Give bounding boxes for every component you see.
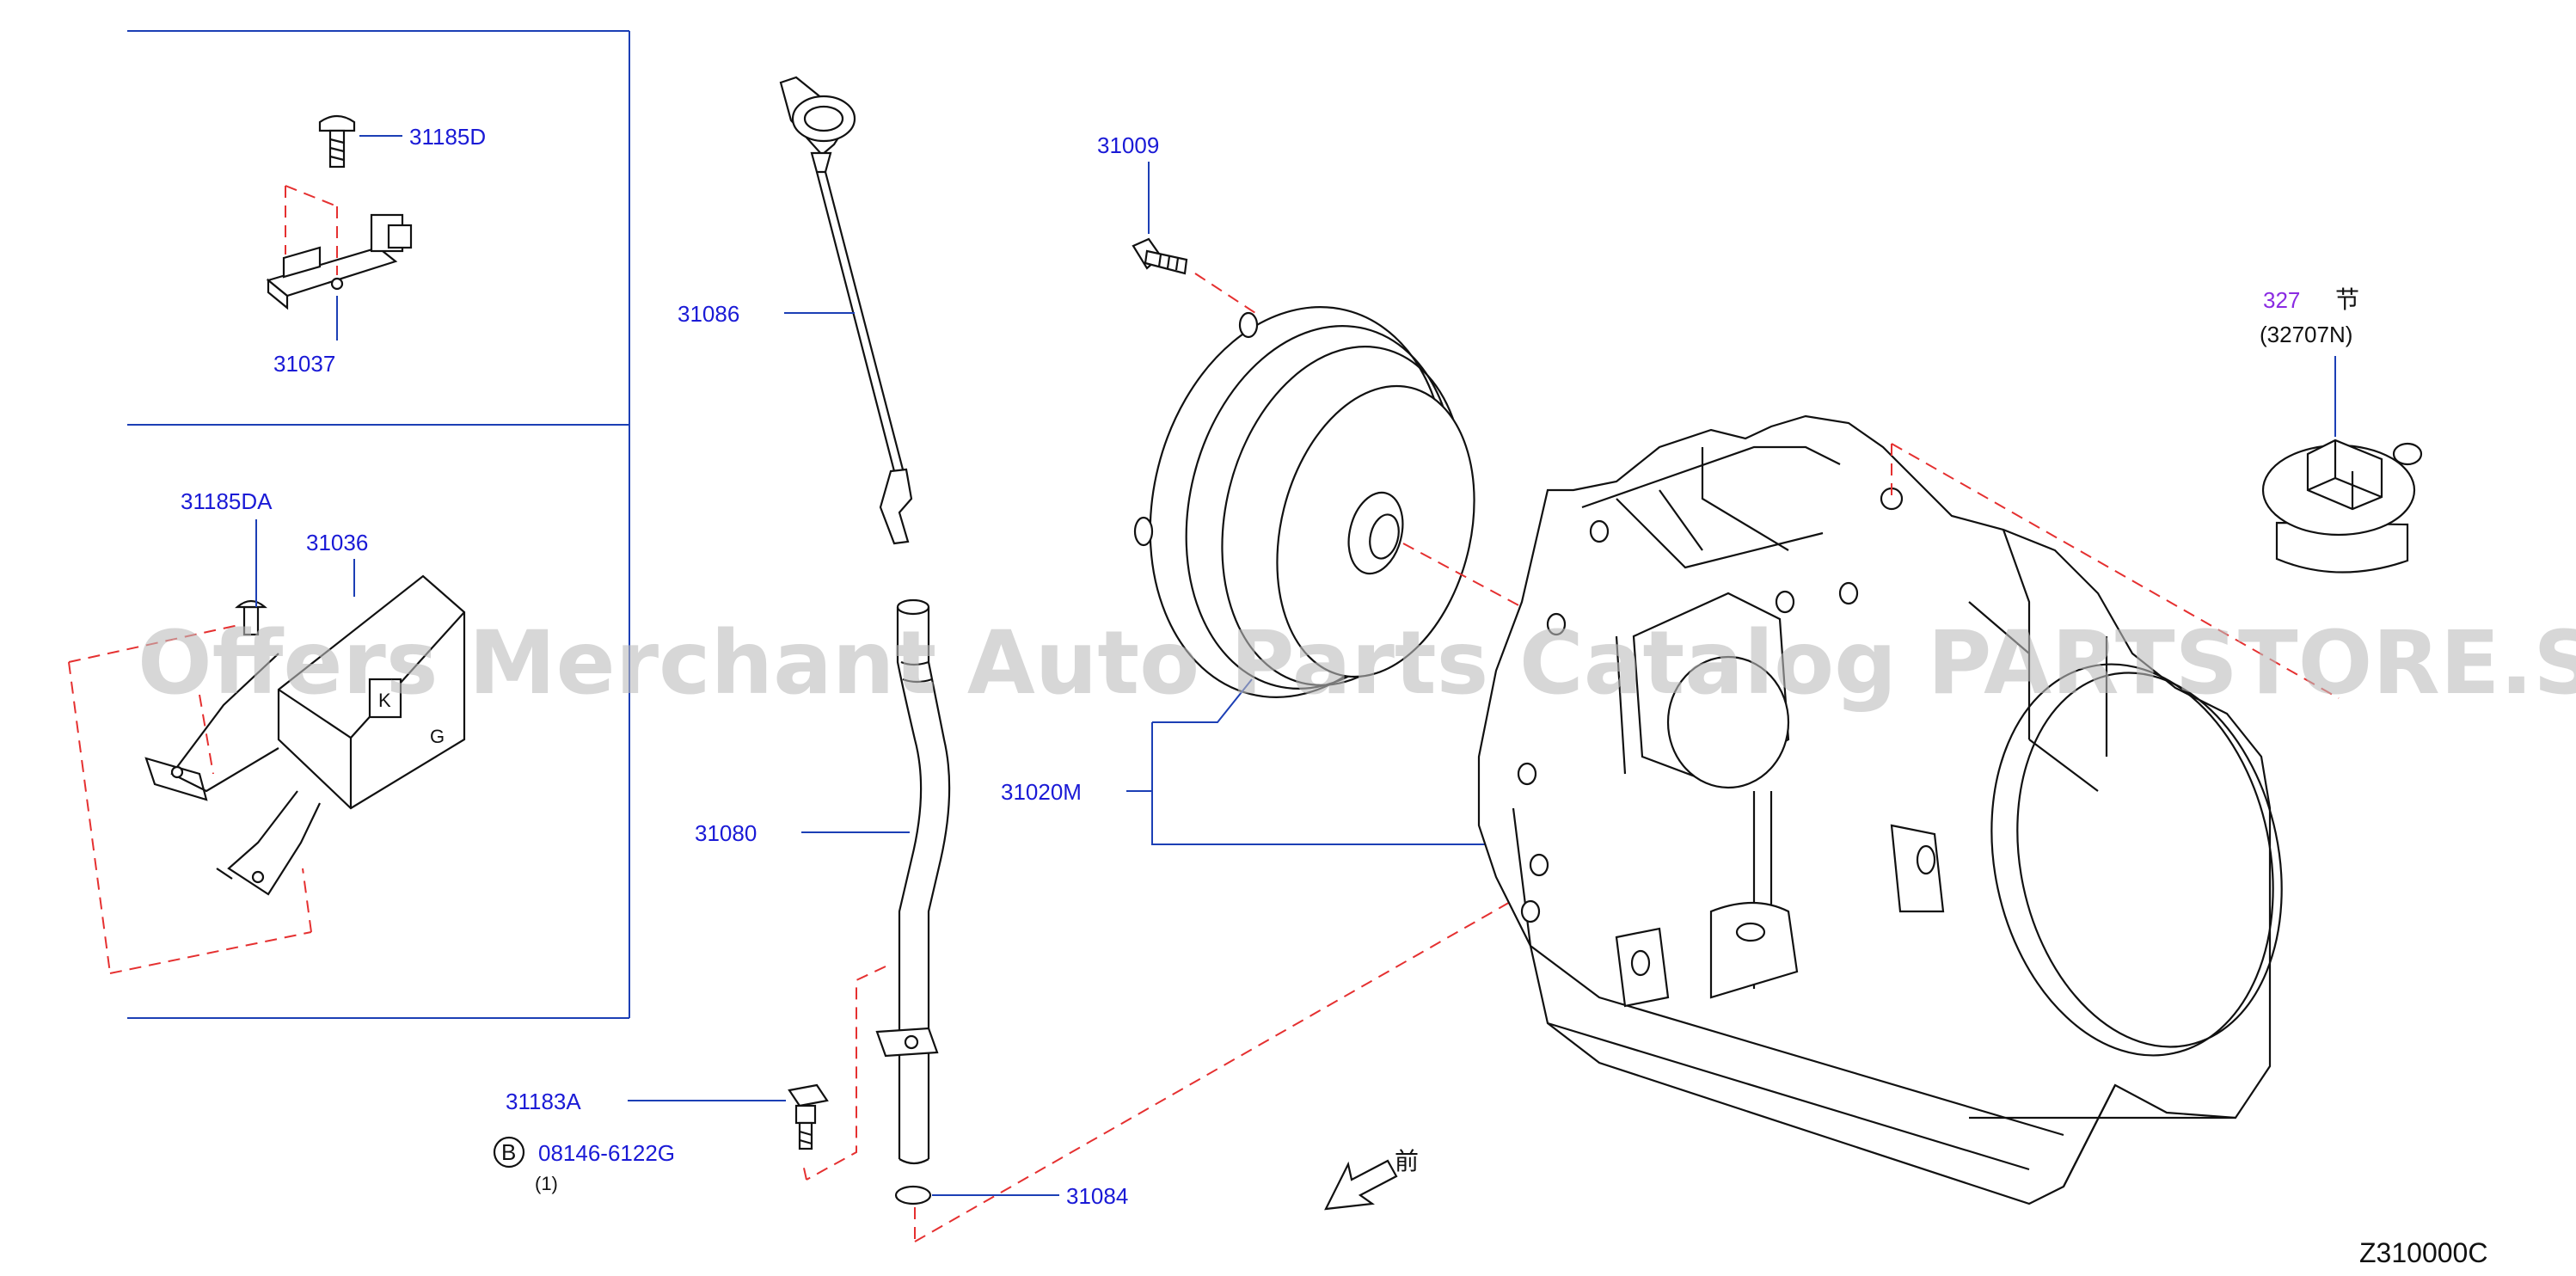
bolt-31183a[interactable]	[788, 1083, 829, 1150]
reference-label-327-suffix: 节	[2335, 285, 2359, 314]
part-label-31020m[interactable]: 31020M	[1001, 779, 1082, 805]
control-unit-31036[interactable]: K G	[144, 574, 466, 896]
sensor-31037[interactable]	[266, 213, 413, 310]
svg-text:K: K	[378, 690, 391, 711]
diagram-code: Z310000C	[2359, 1237, 2487, 1268]
part-label-31080[interactable]: 31080	[695, 820, 757, 846]
reference-label-32707n[interactable]: (32707N)	[2260, 322, 2352, 347]
bolt-31009[interactable]	[1132, 237, 1188, 275]
part-label-31084[interactable]: 31084	[1066, 1183, 1128, 1209]
sensor-inset-box	[127, 30, 630, 1019]
screw-31185da[interactable]	[235, 599, 267, 636]
bolt-symbol-circle	[493, 1136, 525, 1169]
reference-label-327[interactable]: 327	[2263, 287, 2300, 313]
quantity-label: (1)	[535, 1173, 558, 1194]
part-label-31037[interactable]: 31037	[273, 351, 335, 377]
screw-31185d[interactable]	[318, 114, 356, 169]
part-label-31009[interactable]: 31009	[1097, 132, 1159, 158]
transmission-case	[1477, 414, 2283, 1205]
part-label-31086[interactable]: 31086	[678, 301, 739, 327]
bolt-symbol: B	[501, 1139, 516, 1165]
part-label-31183a[interactable]: 31183A	[506, 1089, 581, 1114]
watermark: Offers Merchant Auto Parts Catalog PARTS…	[138, 612, 2576, 715]
o-ring-31084[interactable]	[894, 1185, 932, 1205]
front-arrow-icon	[1324, 1159, 1398, 1211]
part-label-31185da[interactable]: 31185DA	[181, 488, 273, 514]
dipstick-31086[interactable]	[779, 76, 913, 545]
dipstick-tube-31080[interactable]	[875, 598, 951, 1165]
part-label-31036[interactable]: 31036	[306, 530, 368, 555]
svg-text:G: G	[430, 726, 445, 747]
part-label-08146-6122g[interactable]: 08146-6122G	[538, 1140, 675, 1166]
front-marker: 前	[1395, 1147, 1419, 1175]
part-label-31185d[interactable]: 31185D	[409, 124, 486, 150]
speed-sensor-32707n[interactable]	[2261, 439, 2423, 574]
torque-converter-31020m[interactable]	[1110, 275, 1503, 729]
